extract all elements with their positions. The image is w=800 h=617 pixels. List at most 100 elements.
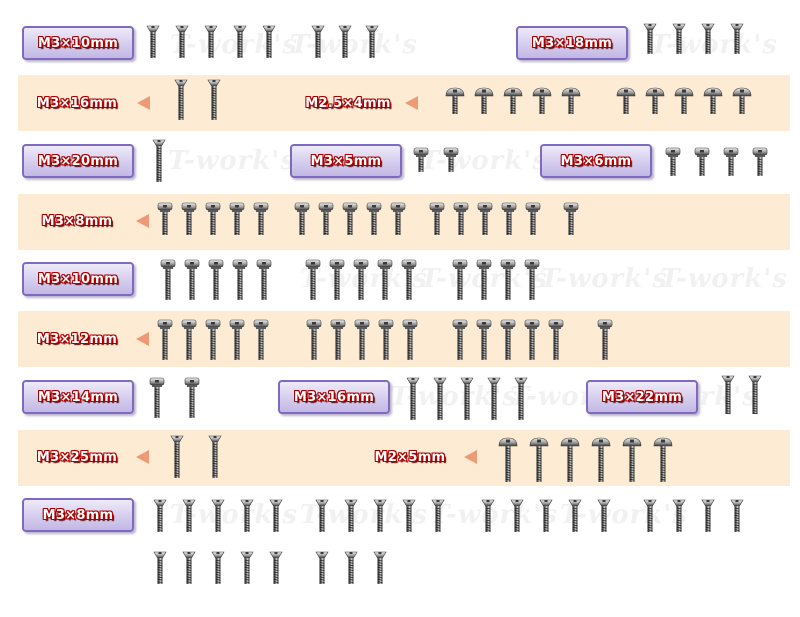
screw-m3x8-b xyxy=(211,551,225,584)
screw-m3x8-a xyxy=(563,202,579,235)
screw-m3x10-b xyxy=(401,259,417,300)
label-m3x25: M3×25mm xyxy=(36,449,118,465)
screw-m3x18 xyxy=(730,23,744,54)
label-m3x5: M3×5mm xyxy=(290,144,402,178)
screw-m3x8-a xyxy=(181,202,197,235)
screw-m3x22 xyxy=(748,375,762,415)
label-m3x16-a: M3×16mm xyxy=(36,95,118,111)
screw-m3x12 xyxy=(205,319,221,360)
screw-m3x12 xyxy=(548,319,564,360)
screw-m3x12 xyxy=(229,319,245,360)
screw-m3x12 xyxy=(306,319,322,360)
screw-m3x16-b xyxy=(487,377,501,420)
screw-m3x16-b xyxy=(406,377,420,420)
screw-m3x8-b xyxy=(402,499,416,532)
screw-m3x8-a xyxy=(342,202,358,235)
label-m25x4: M2.5×4mm xyxy=(305,95,391,111)
screw-m3x6 xyxy=(665,147,681,176)
arrow-pointer-icon xyxy=(136,332,149,346)
screw-m3x12 xyxy=(330,319,346,360)
arrow-pointer-icon xyxy=(136,450,149,464)
screw-m3x10-b xyxy=(329,259,345,300)
screw-m3x12 xyxy=(157,319,173,360)
screw-m3x8-b xyxy=(240,499,254,532)
screw-m25x4 xyxy=(474,87,494,114)
screw-m25x4 xyxy=(561,87,581,114)
screw-m3x8-b xyxy=(373,551,387,584)
screw-m3x8-b xyxy=(153,551,167,584)
screw-m3x8-a xyxy=(390,202,406,235)
screw-m3x10-a xyxy=(175,25,189,58)
screw-m3x8-a xyxy=(205,202,221,235)
screw-m25x4 xyxy=(645,87,665,114)
screw-m3x10-b xyxy=(256,259,272,300)
screw-m25x4 xyxy=(503,87,523,114)
screw-m3x20 xyxy=(152,139,166,182)
screw-m3x8-a xyxy=(294,202,310,235)
screw-m3x8-a xyxy=(318,202,334,235)
screw-m3x8-b xyxy=(269,551,283,584)
screw-m3x6 xyxy=(723,147,739,176)
screw-m2x5 xyxy=(560,437,580,482)
screw-m3x8-b xyxy=(431,499,445,532)
label-m3x22: M3×22mm xyxy=(586,380,698,414)
screw-m3x10-b xyxy=(232,259,248,300)
screw-m3x18 xyxy=(701,23,715,54)
screw-m3x10-b xyxy=(452,259,468,300)
screw-m3x16-b xyxy=(433,377,447,420)
screw-m3x12 xyxy=(354,319,370,360)
label-m3x12: M3×12mm xyxy=(36,331,118,347)
screw-m3x10-b xyxy=(208,259,224,300)
screw-m3x10-a xyxy=(262,25,276,58)
screw-m3x25 xyxy=(208,435,222,478)
screw-m3x5 xyxy=(443,147,459,172)
screw-m3x10-a xyxy=(146,25,160,58)
screw-m3x8-a xyxy=(525,202,541,235)
screw-m2x5 xyxy=(653,437,673,482)
screw-m3x8-a xyxy=(501,202,517,235)
screw-m2x5 xyxy=(622,437,642,482)
label-m3x8-a: M3×8mm xyxy=(41,213,113,229)
screw-m25x4 xyxy=(532,87,552,114)
screw-m3x12 xyxy=(476,319,492,360)
screw-m3x8-b xyxy=(315,499,329,532)
screw-m25x4 xyxy=(616,87,636,114)
screw-m3x8-a xyxy=(157,202,173,235)
label-m3x18: M3×18mm xyxy=(516,26,628,60)
screw-m3x8-b xyxy=(182,551,196,584)
screw-m3x22 xyxy=(721,375,735,415)
screw-m3x18 xyxy=(672,23,686,54)
screw-m3x8-b xyxy=(240,551,254,584)
screw-m3x12 xyxy=(452,319,468,360)
screw-m3x8-b xyxy=(344,499,358,532)
screw-m3x8-b xyxy=(153,499,167,532)
screw-m3x10-a xyxy=(204,25,218,58)
screw-m3x8-b xyxy=(373,499,387,532)
arrow-pointer-icon xyxy=(137,96,150,110)
screw-m3x12 xyxy=(402,319,418,360)
screw-m3x10-b xyxy=(184,259,200,300)
screw-m3x10-a xyxy=(233,25,247,58)
screw-m3x10-b xyxy=(377,259,393,300)
screw-m3x10-b xyxy=(353,259,369,300)
screw-m3x8-b xyxy=(643,499,657,532)
screw-m3x8-b xyxy=(510,499,524,532)
screw-m3x18 xyxy=(643,23,657,54)
screw-m2x5 xyxy=(498,437,518,482)
screw-m3x12 xyxy=(597,319,613,360)
screw-m3x8-b xyxy=(481,499,495,532)
screw-m25x4 xyxy=(445,87,465,114)
screw-m3x8-a xyxy=(253,202,269,235)
screw-m3x6 xyxy=(694,147,710,176)
screw-m3x8-a xyxy=(229,202,245,235)
screw-m3x10-b xyxy=(524,259,540,300)
screw-m3x8-b xyxy=(672,499,686,532)
screw-m3x10-a xyxy=(338,25,352,58)
screw-m25x4 xyxy=(674,87,694,114)
screw-m3x8-b xyxy=(568,499,582,532)
screw-m2x5 xyxy=(529,437,549,482)
screw-m3x10-b xyxy=(500,259,516,300)
label-m3x20: M3×20mm xyxy=(22,144,134,178)
screw-m3x12 xyxy=(181,319,197,360)
